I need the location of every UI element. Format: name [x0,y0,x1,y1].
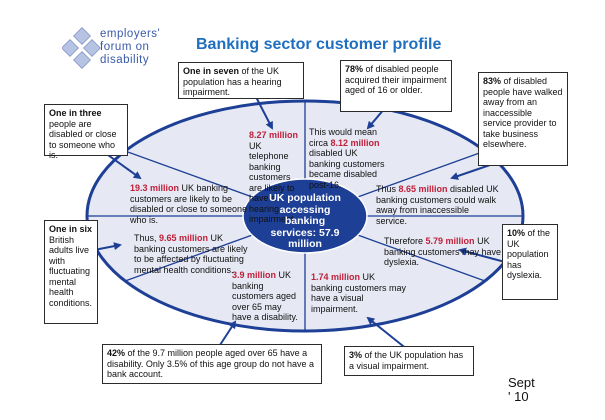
segment-visual-text: UK banking customers may have a visual i… [311,272,407,314]
center-line-3: banking [284,215,326,227]
callout-dyslexia-bold: 10% [507,228,526,238]
callout-acquired-bold: 78% [345,64,364,74]
segment-acquired-pre: This would mean circa [309,127,378,148]
date-line-2: ' 10 [508,389,529,404]
callout-walk-away: 83% of disabled people have walked away … [478,72,568,166]
segment-hearing-value: 8.27 million [249,130,299,140]
callout-acquired: 78% of disabled people acquired their im… [340,60,452,112]
segment-visual: 1.74 million UK banking customers may ha… [311,272,407,314]
segment-acquired: This would mean circa 8.12 million disab… [309,127,387,190]
callout-mental: One in six British adults live with fluc… [44,220,98,324]
center-label: UK population accessing banking services… [244,192,366,251]
callout-visual: 3% of the UK population has a visual imp… [344,346,474,376]
segment-walk-away: Thus 8.65 million disabled UK banking cu… [376,184,500,226]
segment-dyslexia-text: UK banking customers may have dyslexia. [384,236,502,267]
segment-hearing: 8.27 million UK telephone banking custom… [249,130,303,225]
segment-mental-text: UK banking customers are likely to be af… [134,233,248,275]
callout-over65-text: of the 9.7 million people aged over 65 h… [107,348,314,379]
segment-walk-away-text: disabled UK banking customers could walk… [376,184,499,226]
center-line-5: million [288,238,322,250]
segment-dividers [87,101,523,331]
callout-visual-bold: 3% [349,350,363,360]
callout-hearing-text: of the UK population has a hearing impai… [183,66,282,97]
callout-disabled-text: people are disabled or close to someone … [49,118,117,161]
callout-acquired-text: of disabled people acquired their impair… [345,64,447,95]
segment-mental-pre: Thus, [134,233,160,243]
callout-dyslexia-text: of the UK population has dyslexia. [507,228,551,280]
segment-walk-away-pre: Thus [376,184,399,194]
center-line-1: UK population [269,192,341,204]
logo-text: employers' forum on disability [100,28,160,67]
callout-visual-text: of the UK population has a visual impair… [349,350,464,371]
callout-over65-bold: 42% [107,348,126,358]
logo-line-2: forum on [100,41,150,53]
logo-line-3: disability [100,54,150,66]
date-label: Sept ' 10 [508,376,535,404]
segment-dyslexia-pre: Therefore [384,236,426,246]
callout-hearing-bold: One in seven [183,66,240,76]
segment-mental: Thus, 9.65 million UK banking customers … [134,233,250,275]
efd-logo [62,27,101,69]
callout-arrows [93,94,506,351]
segment-hearing-text: UK telephone banking customers are likel… [249,140,297,225]
segment-disabled-value: 19.3 million [130,183,180,193]
center-line-4: services: 57.9 [270,226,340,239]
callout-over65: 42% of the 9.7 million people aged over … [102,344,322,384]
segment-over65-text: UK banking customers aged over 65 may ha… [232,270,298,322]
segment-acquired-value: 8.12 million [330,137,380,148]
segment-acquired-text: disabled UK banking customers became dis… [309,148,385,190]
logo-mark-icon [62,27,101,69]
callout-hearing: One in seven of the UK population has a … [178,62,304,99]
segment-disabled-text: UK banking customers are likely to be di… [130,183,248,225]
center-line-2: accessing [279,203,331,216]
callout-mental-bold: One in six [49,224,93,234]
callout-walk-away-bold: 83% [483,76,502,86]
segment-mental-value: 9.65 million [159,233,209,243]
date-line-1: Sept [508,375,535,390]
callout-mental-text: British adults live with fluctuating men… [49,234,93,308]
callout-disabled-bold: One in three [49,108,102,118]
segment-over65-value: 3.9 million [232,270,277,280]
center-ellipse [242,178,368,254]
callout-walk-away-text: of disabled people have walked away from… [483,76,563,149]
callout-disabled: One in three people are disabled or clos… [44,104,128,160]
callout-dyslexia: 10% of the UK population has dyslexia. [502,224,558,300]
logo-line-1: employers' [100,28,161,40]
segment-visual-value: 1.74 million [311,272,361,282]
page-title: Banking sector customer profile [196,36,442,53]
segment-dyslexia: Therefore 5.79 million UK banking custom… [384,236,504,268]
segment-disabled: 19.3 million UK banking customers are li… [130,183,248,225]
segment-dyslexia-value: 5.79 million [425,236,475,246]
segment-walk-away-value: 8.65 million [398,184,448,194]
segment-over65: 3.9 million UK banking customers aged ov… [232,270,302,323]
